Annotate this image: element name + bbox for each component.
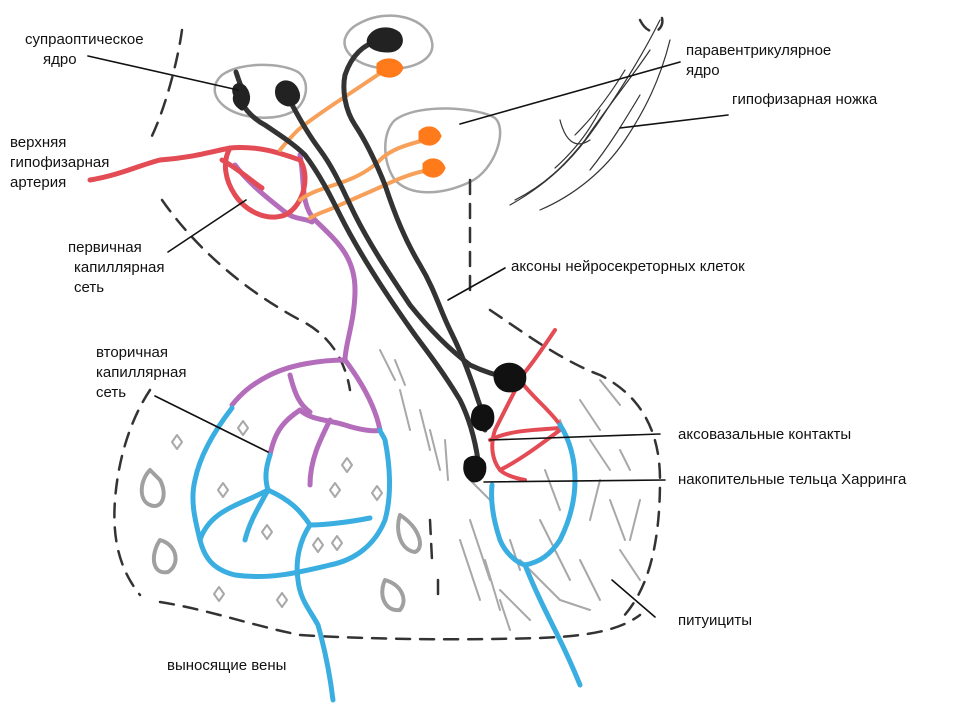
label-pituitary-stalk: гипофизарная ножка (732, 91, 878, 108)
anterior-lobules (139, 468, 422, 613)
label-paraventricular-line1: паравентрикулярное (686, 42, 832, 59)
label-paraventricular-nucleus: паравентрикулярное ядро (686, 41, 831, 81)
leader-paraventricular (459, 61, 681, 125)
label-supraoptic-line2: ядро (43, 51, 77, 68)
label-secondary-capillary-network: вторичная капиллярная сеть (96, 343, 186, 403)
label-primary-capillary-network: первичная капиллярная сеть (68, 238, 164, 298)
leader-lines (87, 55, 729, 618)
label-secondary-line1: вторичная (96, 344, 168, 361)
posterior-lobe-outline (113, 16, 664, 641)
leader-primary (167, 199, 247, 253)
herring-bodies (463, 362, 527, 483)
leader-supraoptic (87, 55, 239, 91)
leader-stalk (619, 114, 729, 129)
label-neurosecretory-axons: аксоны нейросекреторных клеток (511, 258, 745, 275)
leader-axovasal (489, 433, 661, 441)
label-primary-line2: капиллярная (74, 259, 165, 276)
axovasal-vessel (488, 328, 562, 482)
secondary-capillary-network (190, 405, 583, 703)
label-artery-line2: гипофизарная (10, 154, 110, 171)
neuron-cell-bodies (232, 27, 403, 111)
primary-capillary-network (87, 144, 308, 220)
label-superior-hypophyseal-artery: верхняя гипофизарная артерия (10, 133, 109, 193)
label-supraoptic-nucleus: супраоптическое ядро (25, 30, 144, 70)
label-efferent-veins: выносящие вены (167, 657, 287, 674)
label-paraventricular-line2: ядро (686, 62, 720, 79)
label-primary-line3: сеть (74, 279, 105, 296)
label-herring-bodies: накопительные тельца Харринга (678, 471, 907, 488)
portal-vessels (229, 152, 383, 488)
pituicyte-hatching (379, 349, 641, 631)
supraoptic-nucleus-outline (213, 63, 308, 119)
neurosecretory-axons (233, 37, 513, 463)
label-axovasal-contacts: аксовазальные контакты (678, 426, 852, 443)
label-secondary-line3: сеть (96, 384, 127, 401)
label-pituicytes: питуициты (678, 612, 753, 629)
label-secondary-line2: капиллярная (96, 364, 187, 381)
pituitary-stalk (509, 19, 671, 211)
leader-herring (483, 479, 666, 483)
nucleus-outlines (213, 14, 502, 194)
label-artery-line3: артерия (10, 174, 67, 191)
paraventricular-cell-bodies (376, 58, 446, 178)
leader-pituicytes (611, 579, 656, 618)
label-artery-line1: верхняя (10, 134, 67, 151)
leader-axons (447, 267, 506, 301)
leader-secondary (154, 395, 269, 453)
label-primary-line1: первичная (68, 239, 142, 256)
small-lobules (171, 420, 383, 608)
paraventricular-axons (278, 68, 432, 220)
label-supraoptic-line1: супраоптическое (25, 31, 144, 48)
